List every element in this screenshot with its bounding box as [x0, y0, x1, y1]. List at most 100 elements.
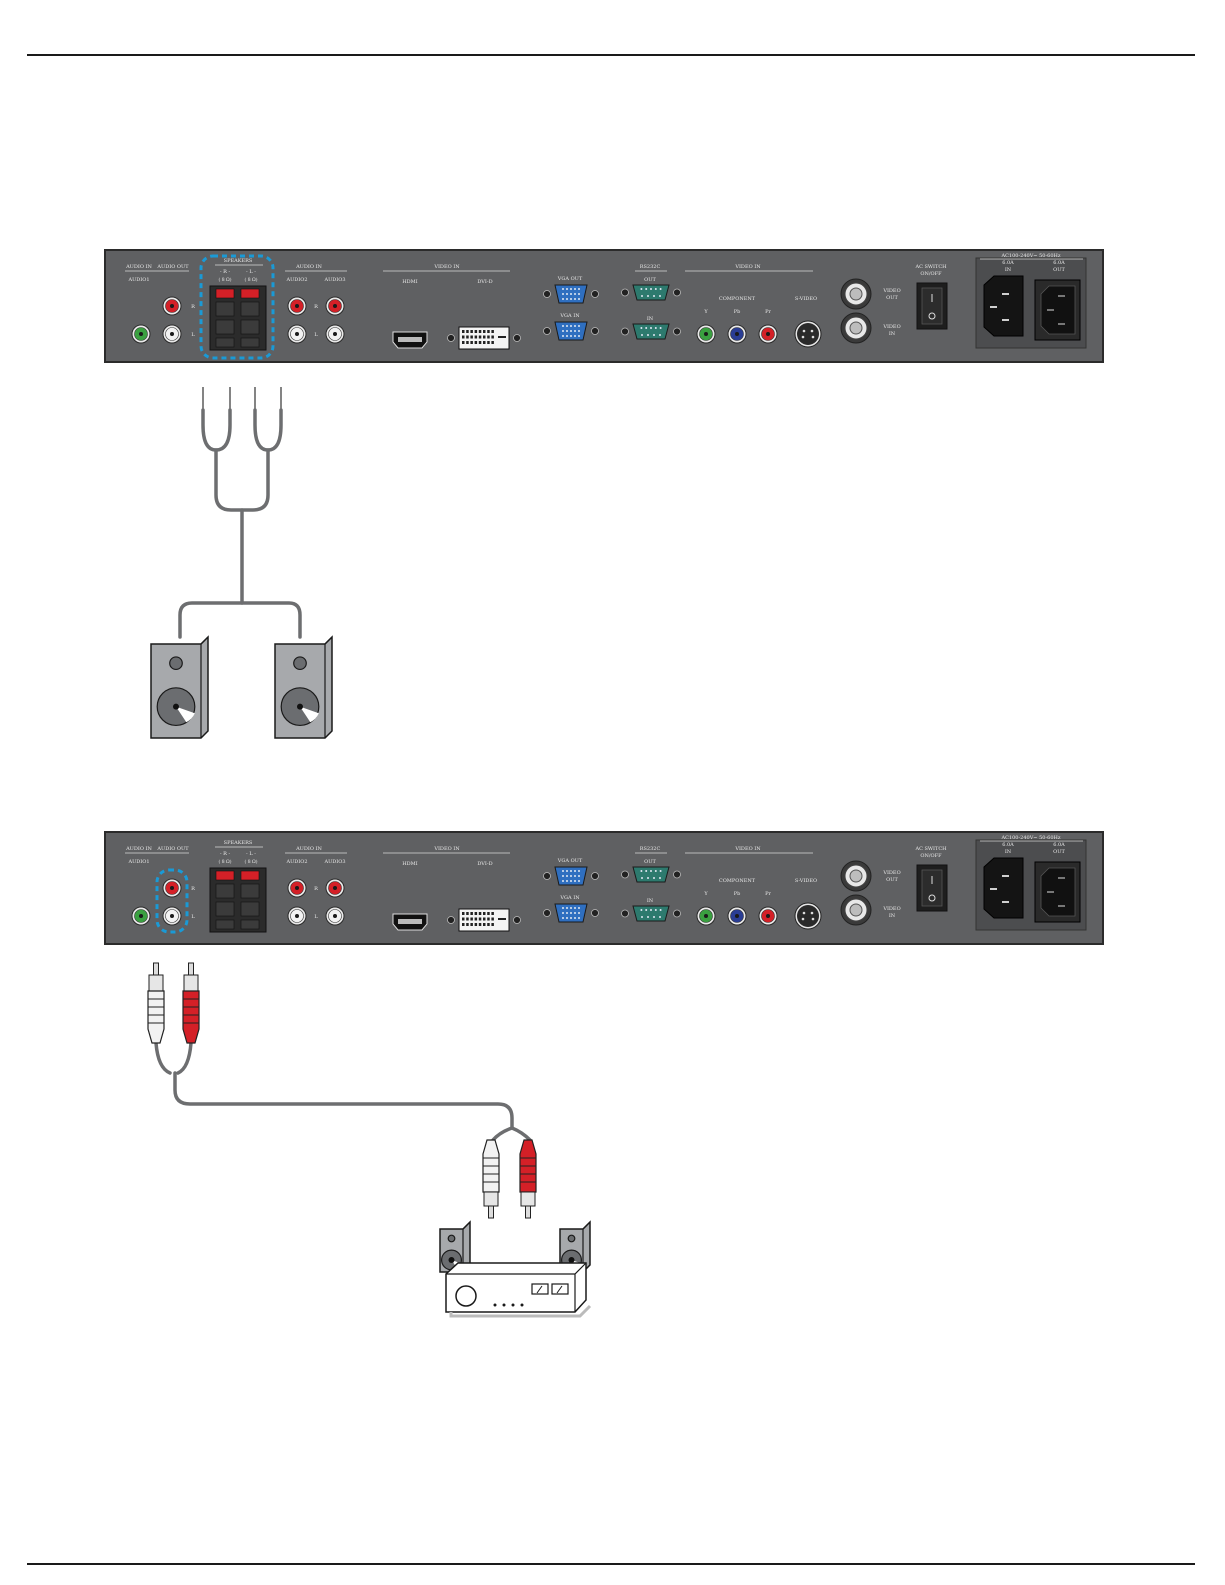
dsub-pin [570, 880, 572, 882]
ac-slot [1047, 891, 1054, 893]
panel-label: DVI-D [477, 861, 492, 867]
dsub-pin [653, 334, 655, 336]
jack-pin [766, 914, 770, 918]
dsub-pin [641, 916, 643, 918]
dsub-pin [578, 330, 580, 332]
wire-split-l [253, 408, 283, 452]
vga-in-port [543, 903, 599, 923]
screw-icon [447, 334, 455, 342]
panel-label: SPEAKERS [224, 258, 253, 264]
dvi-pin [478, 330, 482, 333]
dsub-pin [562, 875, 564, 877]
ac-pin [1002, 293, 1009, 295]
svideo-port [794, 902, 822, 930]
dvi-pin [483, 335, 486, 339]
wire-merge [214, 448, 270, 512]
jack-pin [295, 886, 299, 890]
ac-slot [1058, 877, 1065, 879]
dsub-pin [574, 288, 576, 290]
dsub-pin [647, 916, 649, 918]
dsub-pin [570, 917, 572, 919]
dvi-pin [487, 912, 490, 915]
dsub-pin [570, 293, 572, 295]
dsub-pin [562, 325, 564, 327]
panel-label: 6.0A [1053, 842, 1065, 848]
screw-icon [673, 327, 681, 336]
dvi-pin [474, 341, 478, 344]
cable-run [173, 1071, 514, 1130]
dsub-pin [566, 325, 568, 327]
ac-inlet [983, 275, 1024, 337]
dsub-pin [574, 298, 576, 300]
switch-off-mark [928, 312, 936, 320]
svideo-pin [811, 917, 815, 921]
speaker-edge [200, 636, 209, 738]
plug-tip [488, 1205, 494, 1219]
dsub-pin [570, 325, 572, 327]
bnc-video-out-port [840, 860, 872, 892]
panel-label: 6.0A [1002, 260, 1014, 266]
panel-label: AUDIO IN [295, 846, 322, 852]
rs232c-in-port [621, 905, 681, 922]
panel-label: VIDEO [882, 288, 900, 294]
screw-icon [673, 870, 681, 879]
dvi-pin [487, 341, 490, 344]
screw-icon [621, 327, 629, 336]
white-rca-plug-icon [482, 1139, 500, 1219]
dsub-pin [650, 909, 652, 911]
dsub-pin [562, 912, 564, 914]
component-y-jack [696, 324, 716, 344]
panel-label: - L - [246, 851, 256, 857]
screw-icon [621, 870, 629, 879]
dsub-pin [578, 288, 580, 290]
panel-label: VGA OUT [557, 858, 583, 864]
dsub-pin [647, 877, 649, 879]
left-speaker-icon [150, 635, 209, 739]
panel-label: L [191, 332, 195, 338]
dvi-pin [474, 917, 478, 921]
panel-label: IN [889, 331, 896, 337]
dsub-pin [640, 327, 643, 329]
panel-label: AUDIO IN [125, 846, 152, 852]
speaker-terminal [240, 337, 260, 348]
dsub-pin [647, 295, 649, 297]
ac-pin [1002, 875, 1009, 877]
panel-label: VIDEO [882, 870, 900, 876]
button-dot [493, 1303, 497, 1307]
jack-pin [766, 332, 770, 336]
dvi-pin [462, 917, 465, 921]
panel-label: SPEAKERS [224, 840, 253, 846]
panel-label: AUDIO IN [125, 264, 152, 270]
plug-body [147, 990, 165, 1044]
svideo-pin [801, 917, 805, 921]
plug-sleeve [483, 1191, 499, 1207]
dsub-pin [570, 330, 572, 332]
panel-label: L [191, 914, 195, 920]
panel-label: AUDIO OUT [156, 264, 189, 270]
svideo-pin [801, 335, 805, 339]
dsub-pin [562, 880, 564, 882]
panel-label: Pb [734, 891, 741, 897]
jack-pin [295, 914, 299, 918]
dvi-pin [470, 912, 473, 915]
panel-label: R [314, 304, 318, 310]
speaker-terminal-red [215, 870, 235, 881]
screw-icon [513, 334, 521, 342]
panel-label: COMPONENT [719, 296, 756, 302]
audio2-r-jack [287, 878, 307, 898]
speaker-edge [324, 636, 333, 738]
audio-out-r-jack [162, 878, 182, 898]
dvi-pin [462, 330, 465, 333]
speaker-terminal [215, 919, 235, 930]
dsub-pin [566, 875, 568, 877]
svideo-pin [810, 329, 814, 333]
dsub-pin [654, 909, 657, 911]
panel-label: HDMI [402, 861, 417, 867]
dvi-pin [483, 912, 486, 915]
rs232c-out-port [621, 284, 681, 301]
dsub-pin [578, 907, 580, 909]
panel-label: AUDIO2 [285, 277, 307, 283]
audio2-l-jack [287, 906, 307, 926]
screw-icon [591, 872, 599, 880]
